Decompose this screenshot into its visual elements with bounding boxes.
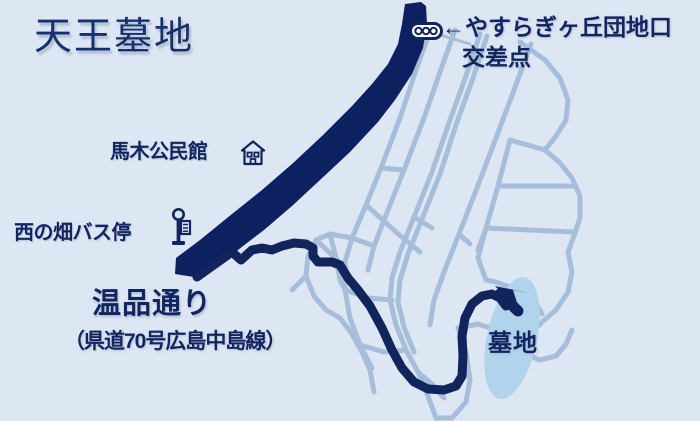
minor-road-avenue-4	[395, 33, 490, 355]
label-intersection-name: ←やすらぎヶ丘団地口	[442, 14, 672, 40]
minor-road-avenue-5	[427, 41, 534, 328]
minor-road-right-outer	[542, 147, 583, 255]
minor-road-block-3	[483, 225, 575, 235]
page-title: 天王墓地	[34, 16, 195, 58]
minor-road-left-hex	[303, 231, 355, 321]
minor-road-upper-right	[517, 39, 571, 153]
minor-road-block-1	[507, 137, 548, 153]
house-building-icon	[240, 140, 266, 171]
cemetery-highlight-oval	[484, 277, 540, 399]
minor-road-stub-2	[411, 214, 435, 231]
minor-road-connector-5	[357, 342, 409, 355]
label-road-route-number: （県道70号広島中島線）	[64, 330, 286, 353]
minor-road-left-lower	[337, 315, 377, 395]
minor-road-east-stub	[483, 277, 499, 285]
label-bus-stop: 西の畑バス停	[14, 222, 132, 244]
label-community-center: 馬木公民館	[110, 141, 208, 163]
bus-stop-pole-icon	[170, 208, 192, 253]
arrow-down-icon-stem	[494, 288, 524, 317]
minor-road-connector-1	[363, 202, 423, 255]
route-line-to-cemetery	[192, 238, 511, 395]
main-road-onjina-dori	[175, 2, 427, 278]
traffic-signal-icon	[409, 22, 443, 45]
minor-road-network	[289, 23, 583, 421]
label-intersection-suffix: 交差点	[462, 44, 531, 70]
minor-road-connector-2	[378, 165, 407, 173]
label-cemetery: 墓地	[488, 330, 538, 357]
minor-road-lower-right	[537, 327, 575, 363]
minor-road-block-edge-b	[475, 225, 489, 283]
intersection-pointer-lines	[435, 32, 472, 46]
minor-road-stub-3	[456, 231, 473, 247]
label-road-name: 温品通り	[92, 288, 213, 320]
minor-road-connector-3	[349, 235, 377, 249]
minor-road-stub-1	[289, 273, 309, 293]
